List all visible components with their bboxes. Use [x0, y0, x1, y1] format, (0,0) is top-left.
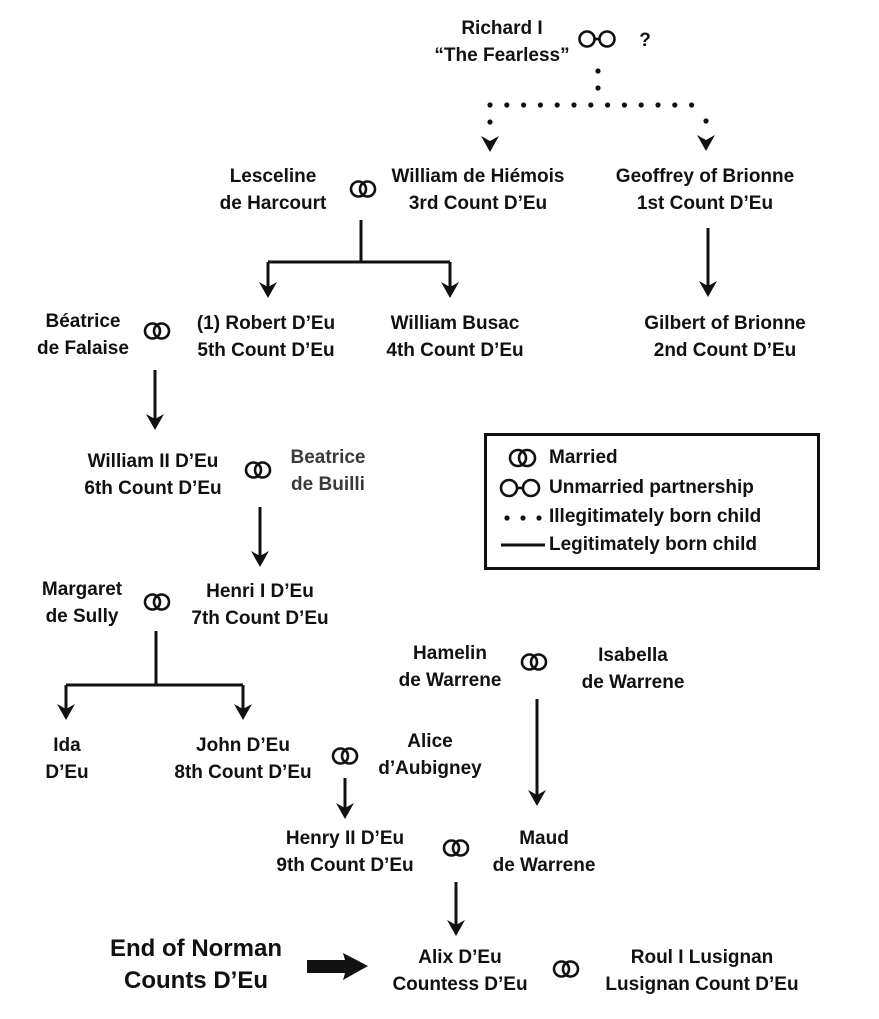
descent-arrow-to-william-busac-head: [441, 282, 459, 298]
descent-arrow-to-robert-head: [259, 282, 277, 298]
person-william-busac: William Busac 4th Count D’Eu: [386, 313, 524, 361]
person-margaret-de-sully: Margaret de Sully: [41, 579, 123, 627]
illegitimate-descent-dot: [487, 119, 493, 125]
married-rings-icon: [552, 960, 571, 978]
illegitimate-descent-dot: [571, 102, 577, 108]
illegitimate-descent-dot: [595, 68, 601, 74]
married-rings-icon-b: [529, 653, 548, 671]
person-lesceline-de-harcourt: Lesceline de Harcourt: [219, 166, 327, 214]
solid-line-icon: [487, 532, 549, 558]
illegitimate-arrow-to-geoffrey: [697, 135, 715, 151]
person-roul-i-lusignan: Roul I Lusignan Lusignan Count D’Eu: [605, 947, 799, 995]
married-rings-icon-b: [152, 593, 171, 611]
married-rings-icon-b: [253, 461, 272, 479]
end-of-norman-counts-note: End of Norman Counts D’Eu: [110, 935, 282, 994]
illegitimate-descent-dot: [554, 102, 560, 108]
illegitimate-descent-dot: [655, 102, 661, 108]
married-rings-icon-b: [152, 322, 171, 340]
married-rings-icon: [487, 445, 549, 471]
person-hamelin-de-warrene: Hamelin de Warrene: [398, 643, 502, 691]
descent-arrow-to-john-head: [234, 704, 252, 720]
person-alice-daubigney: Alice d’Aubigney: [378, 731, 482, 779]
person-beatrice-de-falaise: Béatrice de Falaise: [37, 311, 129, 359]
person-geoffrey-of-brionne: Geoffrey of Brionne 1st Count D’Eu: [615, 166, 795, 214]
illegitimate-descent-dot: [504, 102, 510, 108]
legend-item-illegitimate: Illegitimately born child: [487, 504, 761, 530]
descent-arrow-to-maud-head: [528, 790, 546, 806]
married-rings-icon: [244, 461, 263, 479]
illegitimate-descent-dot: [595, 85, 601, 91]
descent-arrow-to-ida-head: [57, 704, 75, 720]
person-alix-deu: Alix D’Eu Countess D’Eu: [392, 947, 528, 995]
person-william-de-hiemois: William de Hiémois 3rd Count D’Eu: [391, 166, 565, 214]
married-rings-icon-b: [340, 747, 359, 765]
illegitimate-descent-dot: [605, 102, 611, 108]
legend-item-unmarried: Unmarried partnership: [487, 475, 754, 501]
married-rings-icon-b: [451, 839, 470, 857]
unmarried-rings-icon: [578, 30, 596, 48]
person-maud-de-warrene: Maud de Warrene: [492, 828, 596, 876]
end-pointer-arrow: [307, 953, 368, 980]
person-richard-i: Richard I “The Fearless”: [434, 18, 570, 66]
unmarried-rings-icon: [487, 475, 549, 501]
illegitimate-descent-dot: [537, 102, 544, 108]
person-unknown-partner: ?: [639, 30, 651, 51]
illegitimate-descent-dot: [703, 118, 709, 124]
person-isabella-de-warrene: Isabella de Warrene: [581, 645, 685, 693]
married-rings-icon-b: [358, 180, 377, 198]
illegitimate-descent-dot: [621, 102, 628, 108]
illegitimate-descent-dot: [672, 102, 678, 108]
descent-arrow-to-william-ii-head: [146, 414, 164, 430]
person-henry-ii-deu: Henry II D’Eu 9th Count D’Eu: [276, 828, 414, 876]
legend-item-legitimate: Legitimately born child: [487, 532, 757, 558]
illegitimate-descent-dot: [689, 102, 695, 108]
descent-arrow-to-alix-head: [447, 920, 465, 936]
descent-arrow-to-henry-ii-head: [336, 803, 354, 819]
illegitimate-descent-dot: [521, 102, 527, 108]
married-rings-icon: [143, 593, 162, 611]
person-ida-deu: Ida D’Eu: [45, 735, 89, 783]
married-rings-icon: [520, 653, 539, 671]
person-robert-deu: (1) Robert D’Eu 5th Count D’Eu: [196, 313, 336, 361]
person-william-ii-deu: William II D’Eu 6th Count D’Eu: [84, 451, 222, 499]
descent-arrow-to-gilbert-head: [699, 281, 717, 297]
person-henri-i-deu: Henri I D’Eu 7th Count D’Eu: [191, 581, 329, 629]
descent-arrow-to-henri-i-head: [251, 551, 269, 567]
married-rings-icon: [349, 180, 368, 198]
person-beatrice-de-builli: Beatrice de Builli: [290, 447, 366, 495]
illegitimate-descent-dot: [588, 102, 594, 108]
person-gilbert-of-brionne: Gilbert of Brionne 2nd Count D’Eu: [644, 313, 806, 361]
legend-box: Married Unmarried partnership Illegitima…: [484, 433, 820, 570]
person-john-deu: John D’Eu 8th Count D’Eu: [174, 735, 312, 783]
married-rings-icon: [143, 322, 162, 340]
illegitimate-descent-dot: [638, 102, 644, 108]
illegitimate-arrow-to-william-hiemois: [481, 136, 499, 152]
illegitimate-descent-dot: [487, 102, 493, 108]
unmarried-rings-icon-b: [598, 30, 616, 48]
married-rings-icon: [442, 839, 461, 857]
legend-item-married: Married: [487, 445, 618, 471]
dotted-line-icon: [487, 504, 549, 530]
married-rings-icon-b: [561, 960, 580, 978]
married-rings-icon: [331, 747, 350, 765]
